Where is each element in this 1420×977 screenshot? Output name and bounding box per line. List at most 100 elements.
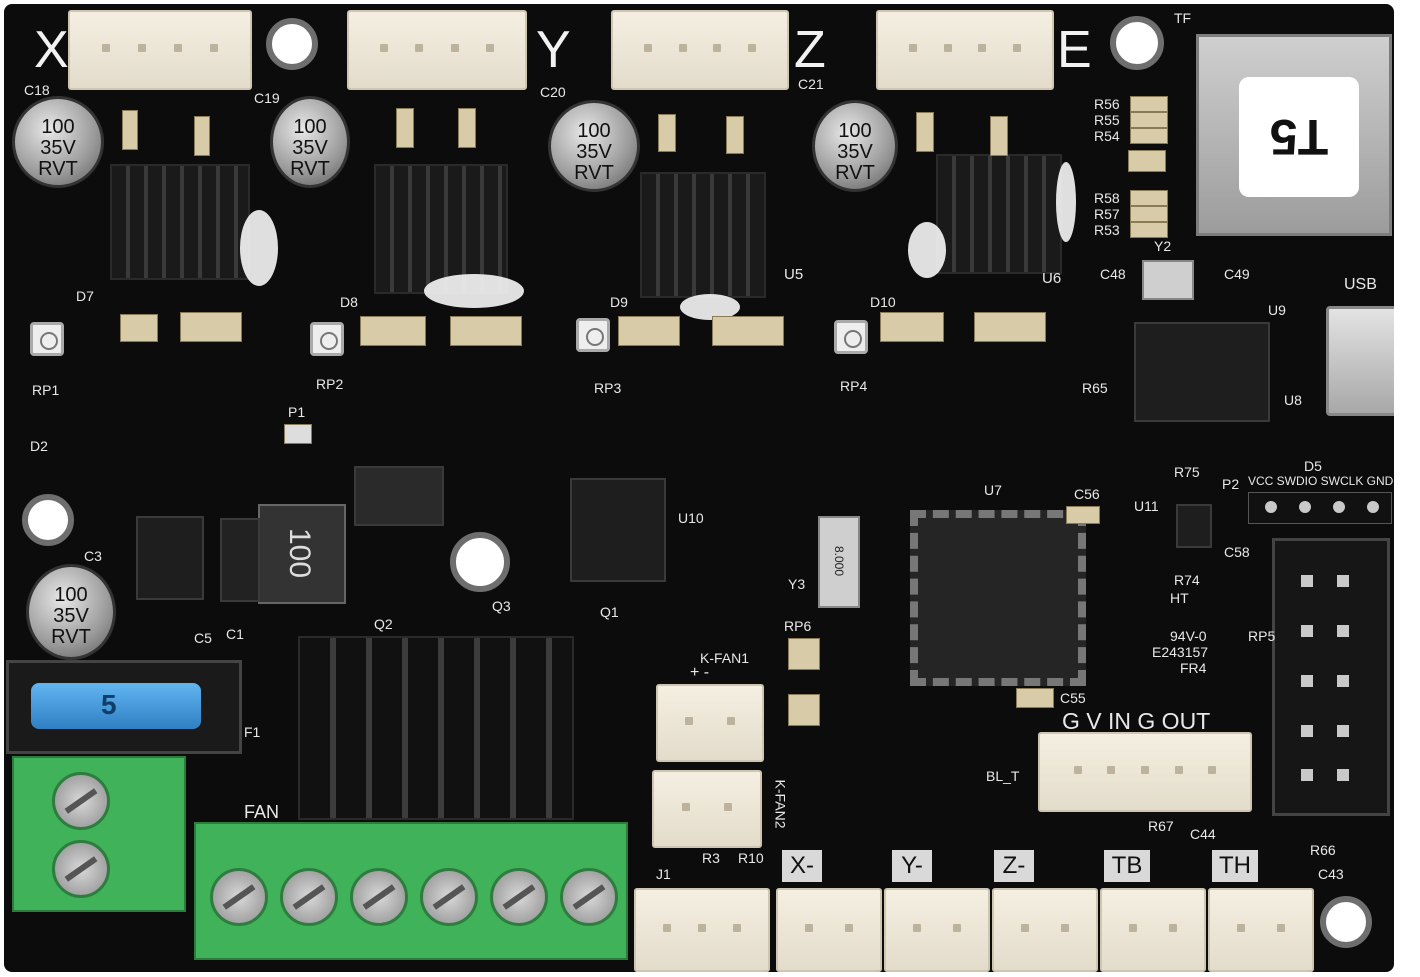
resistor-array (788, 694, 820, 726)
crystal-y3: 8.000 (818, 516, 860, 608)
z-motor-connector (611, 10, 789, 90)
smd-resistor (1130, 112, 1168, 128)
bltouch-label: BL_T (986, 768, 1020, 784)
driver-label: U5 (784, 266, 804, 283)
mounting-hole (22, 494, 74, 546)
terminal-screw (210, 868, 268, 926)
resistor-label: R65 (1082, 380, 1108, 396)
swd-ref-label: P2 (1222, 476, 1240, 492)
usb-label: USB (1344, 276, 1377, 293)
resistor-label: R55 (1094, 112, 1120, 128)
cap-label: C48 (1100, 266, 1126, 282)
fuse-f1-label: F1 (244, 724, 261, 740)
resistor-label: R56 (1094, 96, 1120, 112)
smd-resistor (916, 112, 934, 152)
resistor-label: R75 (1174, 464, 1200, 480)
y-endstop-connector (884, 888, 990, 972)
crystal-frequency: 8.000 (832, 545, 847, 577)
connector-label-j1: J1 (656, 866, 671, 882)
cert-rating: 94V-0 (1170, 628, 1207, 644)
transistor-label: Q3 (492, 598, 511, 614)
smd-array (618, 316, 680, 346)
j1-connector (634, 888, 770, 972)
resistor-label: R67 (1148, 818, 1174, 834)
smd-array (880, 312, 944, 342)
resistor-label: R58 (1094, 190, 1120, 206)
fan1-label: K-FAN1 (700, 650, 750, 666)
x-endstop-connector (776, 888, 882, 972)
crystal-label: Y3 (788, 576, 806, 592)
diode-label: D7 (76, 288, 94, 304)
smd-resistor (990, 116, 1008, 156)
cap-label: C43 (1318, 866, 1344, 882)
diode-label: D9 (610, 294, 628, 310)
bltouch-pin-labels: G V IN G OUT (1062, 708, 1211, 734)
z-endstop-connector (992, 888, 1098, 972)
terminal-screw (350, 868, 408, 926)
power-input-terminal (12, 756, 186, 912)
endstop-label-z: Z- (994, 850, 1034, 882)
resistor-label: R66 (1310, 842, 1336, 858)
transistor-label: Q2 (374, 616, 393, 632)
driver-potentiometer[interactable] (310, 322, 344, 356)
smd-resistor (1130, 206, 1168, 222)
cap-label: C49 (1224, 266, 1250, 282)
e-driver-heatsink (936, 154, 1062, 274)
resistor-label: R53 (1094, 222, 1120, 238)
cap-label: C55 (1060, 690, 1086, 706)
swd-pin-labels: VCC SWDIO SWCLK GND (1248, 474, 1394, 488)
smd-resistor (1130, 222, 1168, 238)
smd-resistor (1130, 96, 1168, 112)
cap-label: C44 (1190, 826, 1216, 842)
swd-header[interactable] (1248, 492, 1392, 524)
y-motor-connector (347, 10, 527, 90)
bltouch-connector (1038, 732, 1252, 812)
ht-label: HT (1170, 590, 1189, 606)
chip-u10 (570, 478, 666, 582)
mounting-hole (1320, 896, 1372, 948)
sd-card-label: T5 (1239, 77, 1359, 197)
terminal-screw (52, 840, 110, 898)
diode-label: D5 (1304, 458, 1322, 474)
chip-label: U7 (984, 482, 1002, 498)
pot-label: RP2 (316, 376, 344, 392)
smd-resistor (1130, 128, 1168, 144)
smd-array (180, 312, 242, 342)
thermistor-label-hotend: TH (1212, 850, 1258, 882)
smd-array (974, 312, 1046, 342)
fan2-connector (652, 770, 762, 848)
header-label: RP5 (1248, 628, 1276, 644)
resistor-array-label: RP6 (784, 618, 812, 634)
driver-potentiometer[interactable] (576, 318, 610, 352)
cap-label: C3 (84, 548, 102, 564)
mounting-hole (266, 18, 318, 70)
micro-usb-port[interactable] (1326, 306, 1394, 416)
smd-array (450, 316, 522, 346)
smd-resistor (194, 116, 210, 156)
chip-label: U8 (1284, 392, 1302, 408)
cert-number: E243157 (1152, 644, 1209, 660)
pot-label: RP1 (32, 382, 60, 398)
thermal-paste (240, 210, 278, 286)
smd-resistor (396, 108, 414, 148)
blade-fuse: 5 (31, 683, 201, 729)
driver-label: U6 (1042, 270, 1062, 287)
driver-potentiometer[interactable] (30, 322, 64, 356)
exp-header-p1[interactable] (1272, 538, 1390, 816)
e-motor-connector (876, 10, 1054, 90)
driver-potentiometer[interactable] (834, 320, 868, 354)
chip-u11 (1176, 504, 1212, 548)
cap-label: C1 (226, 626, 244, 642)
pot-label: RP4 (840, 378, 868, 394)
axis-label-x: X (34, 21, 69, 79)
smd-capacitor (1128, 150, 1166, 172)
fan2-label: K-FAN2 (772, 779, 789, 829)
x-driver-heatsink (110, 164, 250, 280)
microsd-card-slot[interactable]: T5 (1196, 34, 1392, 236)
cap-label: C20 (540, 84, 566, 100)
thermistor-label-bed: TB (1104, 850, 1150, 882)
terminal-screw (560, 868, 618, 926)
